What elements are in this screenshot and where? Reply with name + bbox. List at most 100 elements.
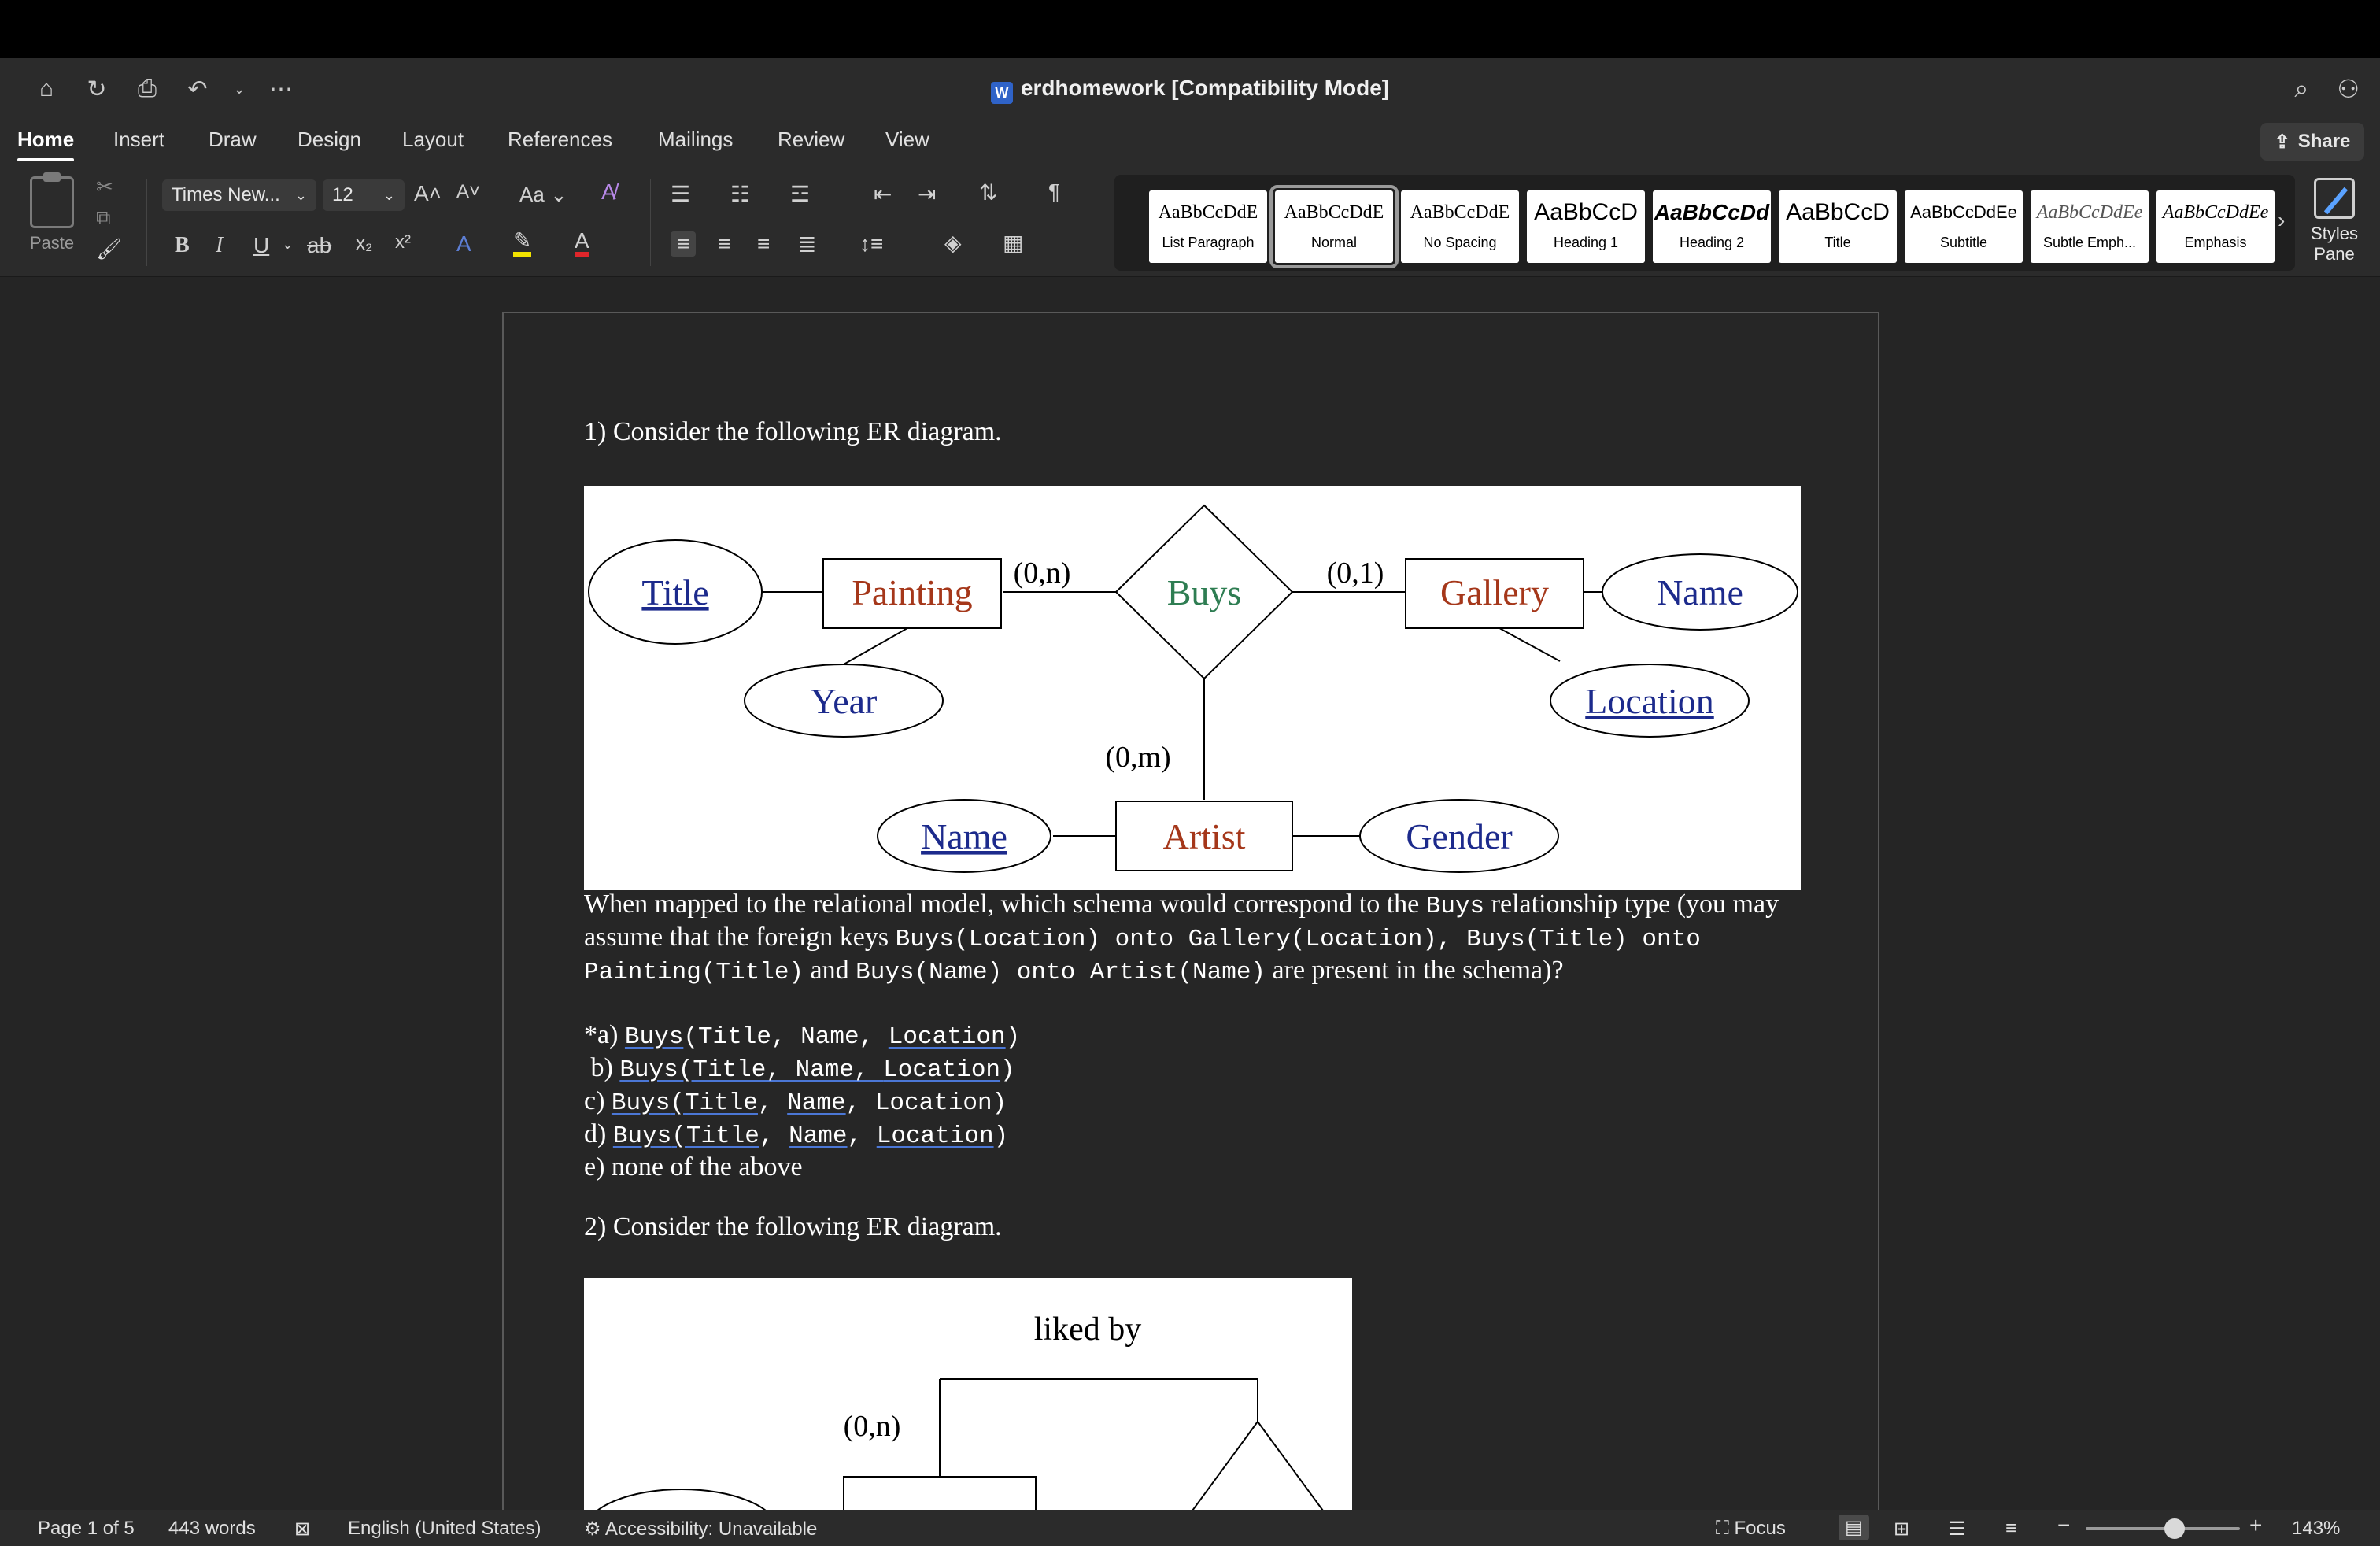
font-color-icon[interactable]: A xyxy=(575,230,589,257)
attribute-gallery-name xyxy=(1602,553,1798,631)
zoom-slider-knob[interactable] xyxy=(2164,1518,2185,1539)
styles-pane-button[interactable]: Styles Pane xyxy=(2303,178,2366,264)
search-icon[interactable]: ⌕ xyxy=(2294,74,2309,102)
text-effects-icon[interactable]: A xyxy=(456,231,471,256)
shading-icon[interactable]: ◈ xyxy=(944,231,962,255)
zoom-level[interactable]: 143% xyxy=(2292,1518,2341,1539)
entity-gallery xyxy=(1405,558,1584,629)
draft-view-icon[interactable]: ≡ xyxy=(2005,1518,2017,1539)
tab-review[interactable]: Review xyxy=(778,128,845,151)
style-list-paragraph[interactable]: AaBbCcDdE List Paragraph xyxy=(1149,190,1267,263)
line-spacing-icon[interactable]: ↕≡ xyxy=(859,231,884,256)
word-count[interactable]: 443 words xyxy=(168,1518,256,1539)
entity-artist xyxy=(1115,801,1293,871)
change-case-button[interactable]: Aa ⌄ xyxy=(519,183,567,206)
more-icon[interactable]: ⋯ xyxy=(269,76,293,102)
copy-icon[interactable]: ⧉ xyxy=(96,205,111,229)
undo-icon[interactable]: ↶ xyxy=(187,76,208,102)
web-layout-icon[interactable]: ⊞ xyxy=(1894,1518,1910,1540)
numbering-icon[interactable]: ☷ xyxy=(730,182,751,206)
er-diagram-1[interactable]: Title Painting Buys Gallery Name Year Lo… xyxy=(584,486,1801,890)
option-c[interactable]: c) Buys(Title, Name, Location) xyxy=(584,1086,1007,1117)
style-normal[interactable]: AaBbCcDdE Normal xyxy=(1269,185,1399,268)
superscript-icon[interactable]: x² xyxy=(395,231,411,253)
style-no-spacing[interactable]: AaBbCcDdE No Spacing xyxy=(1401,190,1519,263)
clipboard-icon xyxy=(30,172,74,228)
align-right-icon[interactable]: ≡ xyxy=(757,231,771,256)
share-button[interactable]: ⇪ Share xyxy=(2260,123,2364,161)
question-2-heading[interactable]: 2) Consider the following ER diagram. xyxy=(584,1212,1002,1241)
home-icon[interactable]: ⌂ xyxy=(39,76,54,102)
sort-icon[interactable]: ⇅ xyxy=(979,180,998,205)
subscript-icon[interactable]: x₂ xyxy=(356,233,373,254)
zoom-slider[interactable] xyxy=(2086,1518,2240,1539)
tab-references[interactable]: References xyxy=(508,128,612,151)
font-size-select[interactable]: 12⌄ xyxy=(323,179,405,211)
style-title[interactable]: AaBbCcD Title xyxy=(1779,190,1897,263)
question-1-line-2[interactable]: assume that the foreign keys Buys(Locati… xyxy=(584,923,1701,953)
print-layout-icon[interactable]: ▤ xyxy=(1839,1515,1869,1540)
zoom-in-button[interactable]: + xyxy=(2249,1513,2263,1537)
align-center-icon[interactable]: ≡ xyxy=(718,231,731,256)
language[interactable]: English (United States) xyxy=(348,1518,541,1539)
focus-button[interactable]: ⛶ Focus xyxy=(1716,1518,1786,1539)
decrease-indent-icon[interactable]: ⇤ xyxy=(874,182,893,206)
tab-design[interactable]: Design xyxy=(298,128,361,151)
document-canvas[interactable]: 1) Consider the following ER diagram. xyxy=(0,277,2380,1510)
italic-icon[interactable]: I xyxy=(216,233,224,257)
accessibility-status[interactable]: ⚙ Accessibility: Unavailable xyxy=(584,1518,818,1540)
show-paragraph-marks-icon[interactable]: ¶ xyxy=(1048,179,1061,204)
tab-home[interactable]: Home xyxy=(17,128,75,161)
style-subtle-emphasis[interactable]: AaBbCcDdEe Subtle Emph... xyxy=(2031,190,2149,263)
attribute-gallery-name-label: Name xyxy=(1657,572,1743,612)
question-1-heading[interactable]: 1) Consider the following ER diagram. xyxy=(584,417,1002,446)
document-page[interactable]: 1) Consider the following ER diagram. xyxy=(502,312,1879,1510)
tab-layout[interactable]: Layout xyxy=(402,128,464,151)
font-name-select[interactable]: Times New...⌄ xyxy=(162,179,316,211)
chevron-down-icon[interactable]: ⌄ xyxy=(282,236,294,252)
option-e[interactable]: e) none of the above xyxy=(584,1152,803,1182)
multilevel-list-icon[interactable]: ☲ xyxy=(790,182,811,206)
underline-icon[interactable]: U xyxy=(253,233,270,257)
option-d[interactable]: d) Buys(Title, Name, Location) xyxy=(584,1119,1009,1150)
bullets-icon[interactable]: ☰ xyxy=(671,182,691,206)
option-b[interactable]: b) Buys(Title, Name, Location) xyxy=(584,1053,1015,1084)
chevron-down-icon[interactable]: ⌄ xyxy=(233,80,246,97)
borders-icon[interactable]: ▦ xyxy=(1003,231,1024,255)
question-1-line-3[interactable]: Painting(Title) and Buys(Name) onto Arti… xyxy=(584,956,1564,986)
tab-view[interactable]: View xyxy=(885,128,929,151)
paste-button[interactable]: Paste xyxy=(24,172,80,253)
tab-mailings[interactable]: Mailings xyxy=(658,128,734,151)
print-icon[interactable]: ⎙ xyxy=(138,76,157,102)
proofing-icon[interactable]: ⊠ xyxy=(294,1518,311,1540)
style-subtitle[interactable]: AaBbCcDdEe Subtitle xyxy=(1905,190,2023,263)
shrink-font-icon[interactable]: A˅ xyxy=(456,181,481,202)
styles-gallery: AaBbCcDdE List Paragraph AaBbCcDdE Norma… xyxy=(1114,175,2295,271)
strikethrough-icon[interactable]: ab xyxy=(307,233,332,257)
format-painter-icon[interactable]: 🖌 xyxy=(96,237,123,261)
increase-indent-icon[interactable]: ⇥ xyxy=(918,182,937,206)
style-emphasis[interactable]: AaBbCcDdEe Emphasis xyxy=(2156,190,2275,263)
page-count[interactable]: Page 1 of 5 xyxy=(38,1518,135,1539)
style-heading-2[interactable]: AaBbCcDd Heading 2 xyxy=(1653,190,1771,263)
grow-font-icon[interactable]: A˄ xyxy=(414,181,442,205)
question-1-line-1[interactable]: When mapped to the relational model, whi… xyxy=(584,890,1779,920)
clear-formatting-icon[interactable]: A̸ xyxy=(601,179,616,204)
zoom-out-button[interactable]: − xyxy=(2057,1513,2071,1537)
outline-view-icon[interactable]: ☰ xyxy=(1949,1518,1966,1540)
attribute-title-label: Title xyxy=(641,572,708,612)
justify-icon[interactable]: ≣ xyxy=(798,232,817,257)
autosave-icon[interactable]: ↻ xyxy=(87,76,107,102)
tab-draw[interactable]: Draw xyxy=(209,128,257,151)
highlight-icon[interactable]: ✎ xyxy=(513,230,532,257)
cut-icon[interactable]: ✂ xyxy=(96,175,113,198)
style-heading-1[interactable]: AaBbCcD Heading 1 xyxy=(1527,190,1645,263)
bold-icon[interactable]: B xyxy=(175,233,190,257)
er-diagram-2[interactable]: liked by (0,n) xyxy=(584,1278,1352,1510)
tab-insert[interactable]: Insert xyxy=(113,128,165,151)
account-icon[interactable]: ⚇ xyxy=(2337,75,2360,103)
align-left-icon[interactable]: ≡ xyxy=(671,231,697,257)
chevron-right-icon[interactable]: › xyxy=(2278,208,2286,232)
attribute-artist-name xyxy=(877,799,1051,873)
option-a[interactable]: *a) Buys(Title, Name, Location) xyxy=(584,1020,1021,1051)
